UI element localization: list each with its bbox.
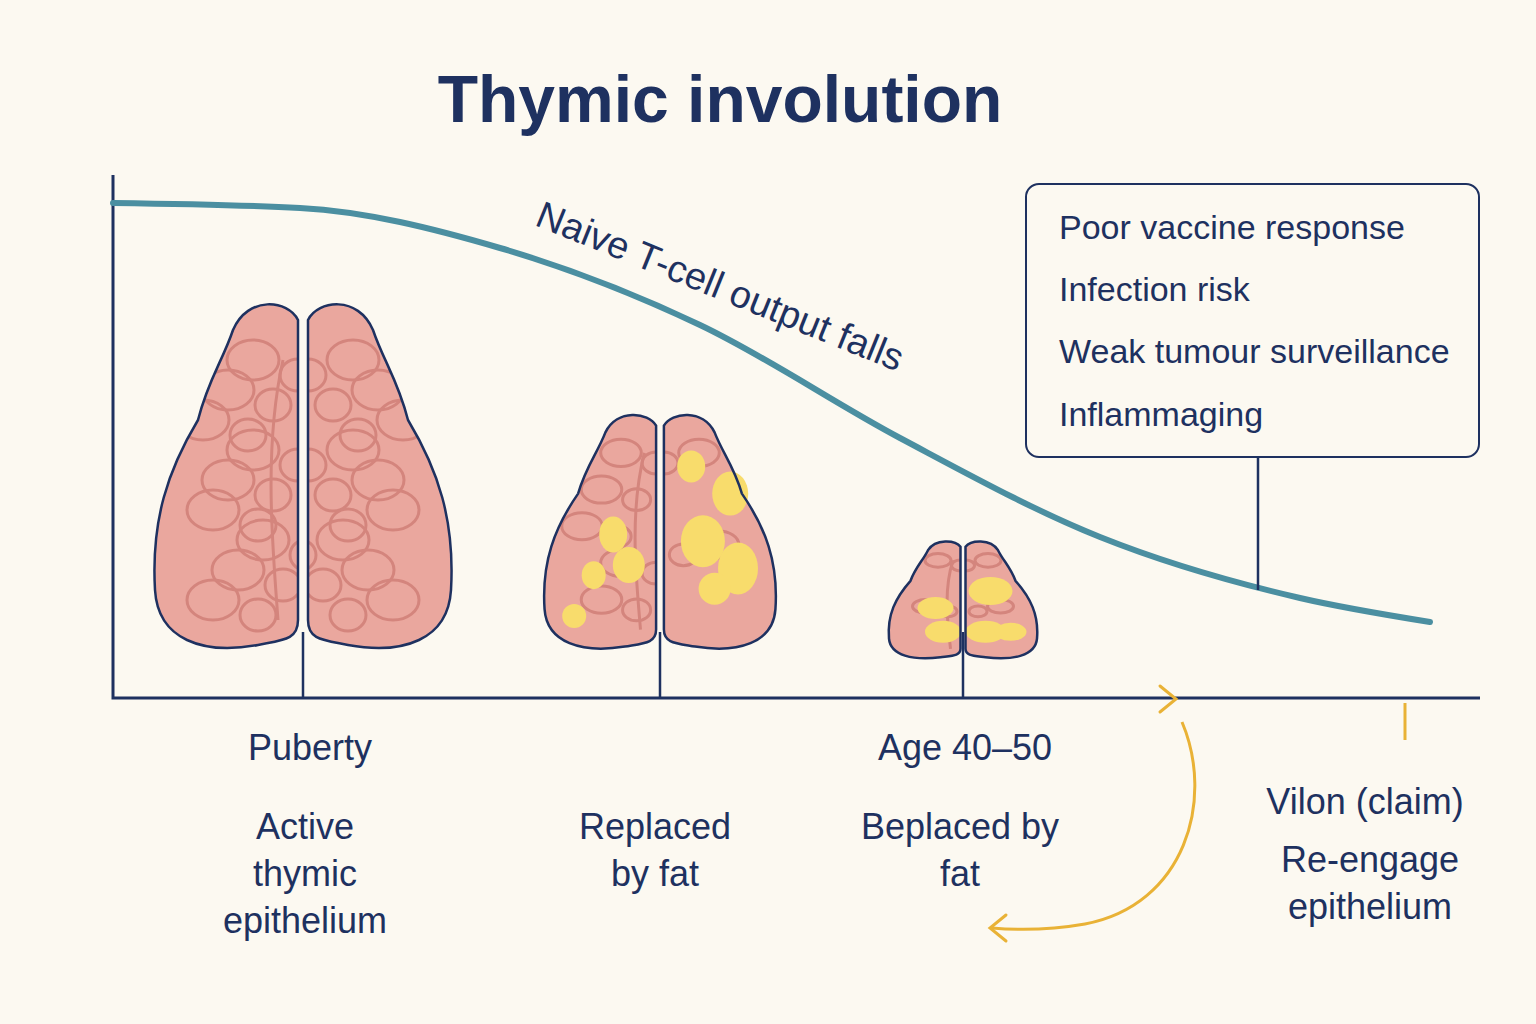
tick-mark (962, 632, 965, 698)
thymus-outline (966, 541, 1038, 658)
fat-deposit (582, 561, 606, 589)
lobule-texture (177, 340, 326, 631)
fat-deposit (995, 623, 1027, 641)
stage-label: Puberty (160, 725, 460, 772)
thymus-lobe (889, 541, 961, 658)
arrow-head (990, 915, 1006, 941)
fat-deposit (969, 577, 1013, 605)
thymus-lobe (544, 415, 656, 649)
fat-deposit (681, 515, 725, 567)
thymus-gland (889, 541, 1038, 658)
stage-note: Beplaced by fat (860, 804, 1060, 898)
title: Thymic involution (320, 60, 1120, 139)
fat-deposit (599, 516, 627, 552)
fat-deposit (613, 547, 645, 583)
effect-item: Weak tumour surveillance (1059, 329, 1456, 373)
stage-note: Active thymic epithelium (205, 804, 405, 944)
claim-note: Re-engage epithelium (1240, 837, 1500, 931)
thymus-lobe (966, 541, 1038, 658)
thymus-lobe (308, 304, 452, 648)
tick-mark (1404, 703, 1407, 740)
fat-deposit (677, 450, 705, 482)
thymus-lobe (664, 415, 776, 649)
tick-mark (659, 632, 662, 698)
lobule-texture (562, 439, 670, 629)
lobule-texture (280, 340, 429, 631)
fat-deposit (562, 604, 586, 628)
thymus-outline (308, 304, 452, 648)
axes (113, 175, 1480, 698)
thymus-outline (154, 304, 298, 648)
thymus-gland (154, 304, 451, 648)
fat-deposit (699, 573, 731, 605)
fat-deposit (918, 597, 954, 619)
tick-mark (302, 632, 305, 698)
effect-item: Inflammaging (1059, 392, 1456, 436)
effects-box: Poor vaccine responseInfection riskWeak … (1025, 183, 1480, 458)
stage-label: Age 40–50 (815, 725, 1115, 772)
fat-deposit (925, 621, 961, 643)
thymus-gland (544, 415, 776, 649)
stage-note: Replaced by fat (555, 804, 755, 898)
curve-label: Naive T-cell output falls (479, 170, 961, 403)
leader-line (1257, 458, 1260, 590)
effect-item: Infection risk (1059, 267, 1456, 311)
thymus-lobe (154, 304, 298, 648)
thymus-outline (889, 541, 961, 658)
effect-item: Poor vaccine response (1059, 205, 1456, 249)
claim-label: Vilon (claim) (1215, 779, 1515, 826)
thymus-outline (544, 415, 656, 649)
arrow-head (1160, 686, 1176, 712)
thymus-outline (664, 415, 776, 649)
